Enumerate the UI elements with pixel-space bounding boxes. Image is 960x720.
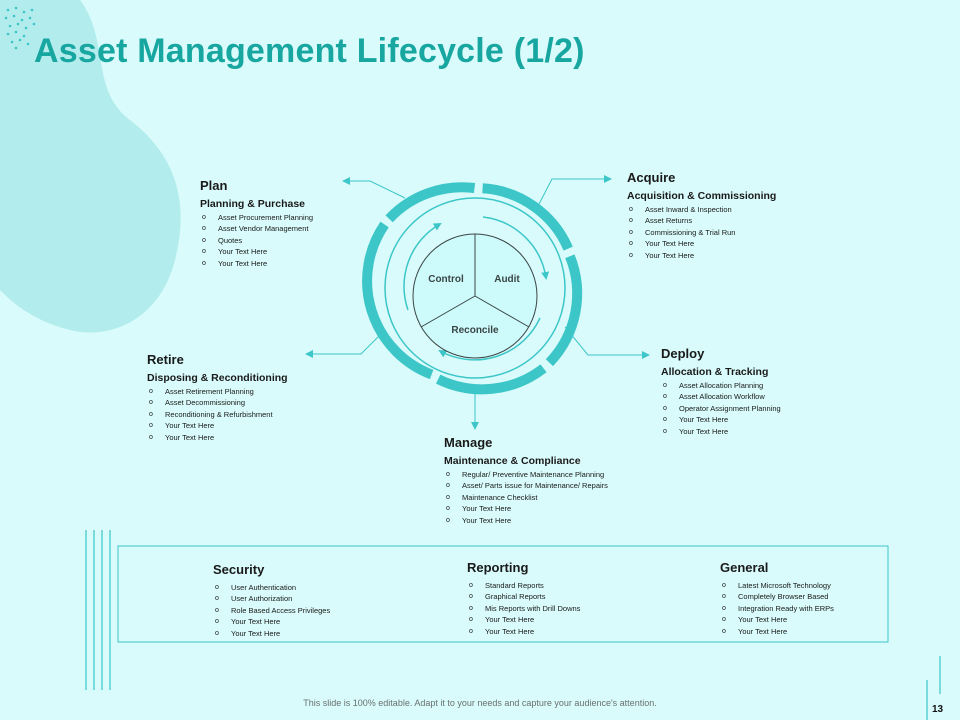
list-item: Your Text Here — [720, 614, 834, 626]
list-item: Asset Retirement Planning — [147, 386, 288, 398]
segment-audit: Audit — [494, 274, 520, 285]
list-item: Your Text Here — [213, 628, 330, 640]
arrow-plan — [342, 177, 406, 199]
security-title: Security — [213, 562, 265, 577]
footer-note: This slide is 100% editable. Adapt it to… — [303, 698, 657, 708]
plan-list: Asset Procurement Planning Asset Vendor … — [200, 212, 313, 269]
list-item: Maintenance Checklist — [444, 492, 608, 504]
list-item: Your Text Here — [147, 432, 288, 444]
list-item: Your Text Here — [661, 426, 781, 438]
lifecycle-diagram: Control Audit Reconcile — [362, 182, 583, 395]
list-item: Your Text Here — [467, 626, 580, 638]
acquire-title: Acquire — [627, 170, 676, 185]
list-item: Operator Assignment Planning — [661, 403, 781, 415]
page-number: 13 — [932, 704, 944, 715]
list-item: Standard Reports — [467, 580, 580, 592]
manage-block: Manage Maintenance & Compliance Regular/… — [444, 435, 608, 526]
list-item: Asset Procurement Planning — [200, 212, 313, 224]
list-item: Asset Allocation Planning — [661, 380, 781, 392]
list-item: Role Based Access Privileges — [213, 605, 330, 617]
acquire-list: Asset Inward & Inspection Asset Returns … — [627, 204, 776, 261]
list-item: Asset/ Parts issue for Maintenance/ Repa… — [444, 480, 608, 492]
retire-title: Retire — [147, 352, 184, 367]
arrow-retire — [305, 329, 386, 358]
outer-ring — [362, 182, 583, 395]
list-item: User Authorization — [213, 593, 330, 605]
list-item: Your Text Here — [661, 414, 781, 426]
acquire-block: Acquire Acquisition & Commissioning Asse… — [627, 170, 776, 261]
list-item: Your Text Here — [627, 238, 776, 250]
list-item: Completely Browser Based — [720, 591, 834, 603]
reporting-title: Reporting — [467, 560, 529, 575]
deploy-list: Asset Allocation Planning Asset Allocati… — [661, 380, 781, 437]
list-item: Asset Vendor Management — [200, 223, 313, 235]
security-list: User Authentication User Authorization R… — [213, 582, 330, 639]
list-item: Mis Reports with Drill Downs — [467, 603, 580, 615]
list-item: Integration Ready with ERPs — [720, 603, 834, 615]
list-item: Asset Decommissioning — [147, 397, 288, 409]
acquire-subtitle: Acquisition & Commissioning — [627, 190, 777, 202]
general-list: Latest Microsoft Technology Completely B… — [720, 580, 834, 637]
deploy-subtitle: Allocation & Tracking — [661, 366, 769, 378]
segment-control: Control — [428, 274, 464, 285]
arrow-acquire — [536, 175, 612, 209]
manage-title: Manage — [444, 435, 493, 450]
list-item: Your Text Here — [213, 616, 330, 628]
list-item: Your Text Here — [444, 503, 608, 515]
reporting-list: Standard Reports Graphical Reports Mis R… — [467, 580, 580, 637]
connector-arrows — [305, 175, 650, 430]
retire-list: Asset Retirement Planning Asset Decommis… — [147, 386, 288, 443]
manage-list: Regular/ Preventive Maintenance Planning… — [444, 469, 608, 526]
plan-block: Plan Planning & Purchase Asset Procureme… — [200, 178, 313, 269]
list-item: Your Text Here — [147, 420, 288, 432]
general-title: General — [720, 560, 769, 575]
list-item: Your Text Here — [467, 614, 580, 626]
decorative-dots — [4, 6, 36, 50]
retire-block: Retire Disposing & Reconditioning Asset … — [147, 352, 288, 443]
arrow-deploy — [564, 326, 650, 359]
plan-title: Plan — [200, 178, 228, 193]
security-block: Security User Authentication User Author… — [213, 562, 330, 639]
retire-subtitle: Disposing & Reconditioning — [147, 372, 288, 384]
list-item: Graphical Reports — [467, 591, 580, 603]
list-item: Your Text Here — [200, 258, 313, 270]
decorative-blob — [0, 0, 181, 333]
list-item: Quotes — [200, 235, 313, 247]
list-item: Asset Allocation Workflow — [661, 391, 781, 403]
bottom-frame — [85, 530, 941, 720]
list-item: Latest Microsoft Technology — [720, 580, 834, 592]
list-item: Asset Inward & Inspection — [627, 204, 776, 216]
list-item: Regular/ Preventive Maintenance Planning — [444, 469, 608, 481]
reporting-block: Reporting Standard Reports Graphical Rep… — [467, 560, 580, 637]
list-item: Your Text Here — [720, 626, 834, 638]
plan-subtitle: Planning & Purchase — [200, 198, 306, 210]
list-item: Asset Returns — [627, 215, 776, 227]
cycle-arrows — [403, 216, 550, 361]
deploy-block: Deploy Allocation & Tracking Asset Alloc… — [661, 346, 781, 437]
manage-subtitle: Maintenance & Compliance — [444, 455, 581, 467]
list-item: Reconditioning & Refurbishment — [147, 409, 288, 421]
list-item: Your Text Here — [444, 515, 608, 527]
page-title: Asset Management Lifecycle (1/2) — [34, 32, 585, 70]
general-block: General Latest Microsoft Technology Comp… — [720, 560, 834, 637]
deploy-title: Deploy — [661, 346, 705, 361]
list-item: Your Text Here — [200, 246, 313, 258]
list-item: Commissioning & Trial Run — [627, 227, 776, 239]
segment-reconcile: Reconcile — [451, 325, 499, 336]
list-item: User Authentication — [213, 582, 330, 594]
list-item: Your Text Here — [627, 250, 776, 262]
